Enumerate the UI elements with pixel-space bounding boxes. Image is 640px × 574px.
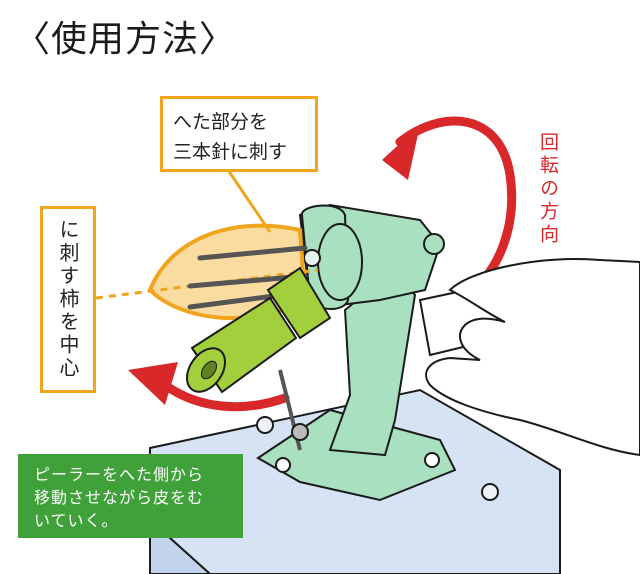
callout-line: へた部分を xyxy=(173,111,269,133)
callout-pointer xyxy=(226,169,272,233)
screw-icon xyxy=(481,483,499,501)
callout-center-instruction: 柿を中心 に刺す xyxy=(40,206,96,393)
instruction-line: ピーラーをへた側から xyxy=(34,465,205,484)
instruction-line: 移動させながら皮をむ xyxy=(34,488,205,507)
rotation-direction-label: 回転の方向 xyxy=(537,132,559,247)
callout-line: 三本針に刺す xyxy=(173,141,288,163)
hand xyxy=(425,258,640,457)
peeler-blade-head xyxy=(266,266,332,340)
callout-line: に刺す xyxy=(56,219,80,288)
pivot-knob xyxy=(423,233,445,255)
movement-arrow-head xyxy=(128,362,178,405)
pin-hole xyxy=(303,249,321,267)
callout-line: 柿を中心 xyxy=(56,288,80,380)
instruction-line: いていく。 xyxy=(34,511,119,530)
needle xyxy=(197,245,308,261)
center-axis-dashed xyxy=(95,268,319,300)
callout-stem-instruction: へた部分を 三本針に刺す xyxy=(160,96,318,172)
peeler-handle-hole xyxy=(200,360,218,380)
callout-vertical-text: 柿を中心 に刺す xyxy=(54,219,82,380)
screw-icon xyxy=(275,457,291,473)
rotation-arrow-head xyxy=(382,125,420,180)
screw-icon xyxy=(424,452,440,468)
peeler-screw xyxy=(291,423,309,441)
instruction-box: ピーラーをへた側から 移動させながら皮をむ いていく。 xyxy=(18,454,243,538)
screw-icon xyxy=(256,416,274,434)
crank-knob xyxy=(317,223,363,301)
rotation-arrow xyxy=(395,116,517,297)
page-title: 〈使用方法〉 xyxy=(14,19,237,60)
movement-arrow xyxy=(160,380,290,412)
